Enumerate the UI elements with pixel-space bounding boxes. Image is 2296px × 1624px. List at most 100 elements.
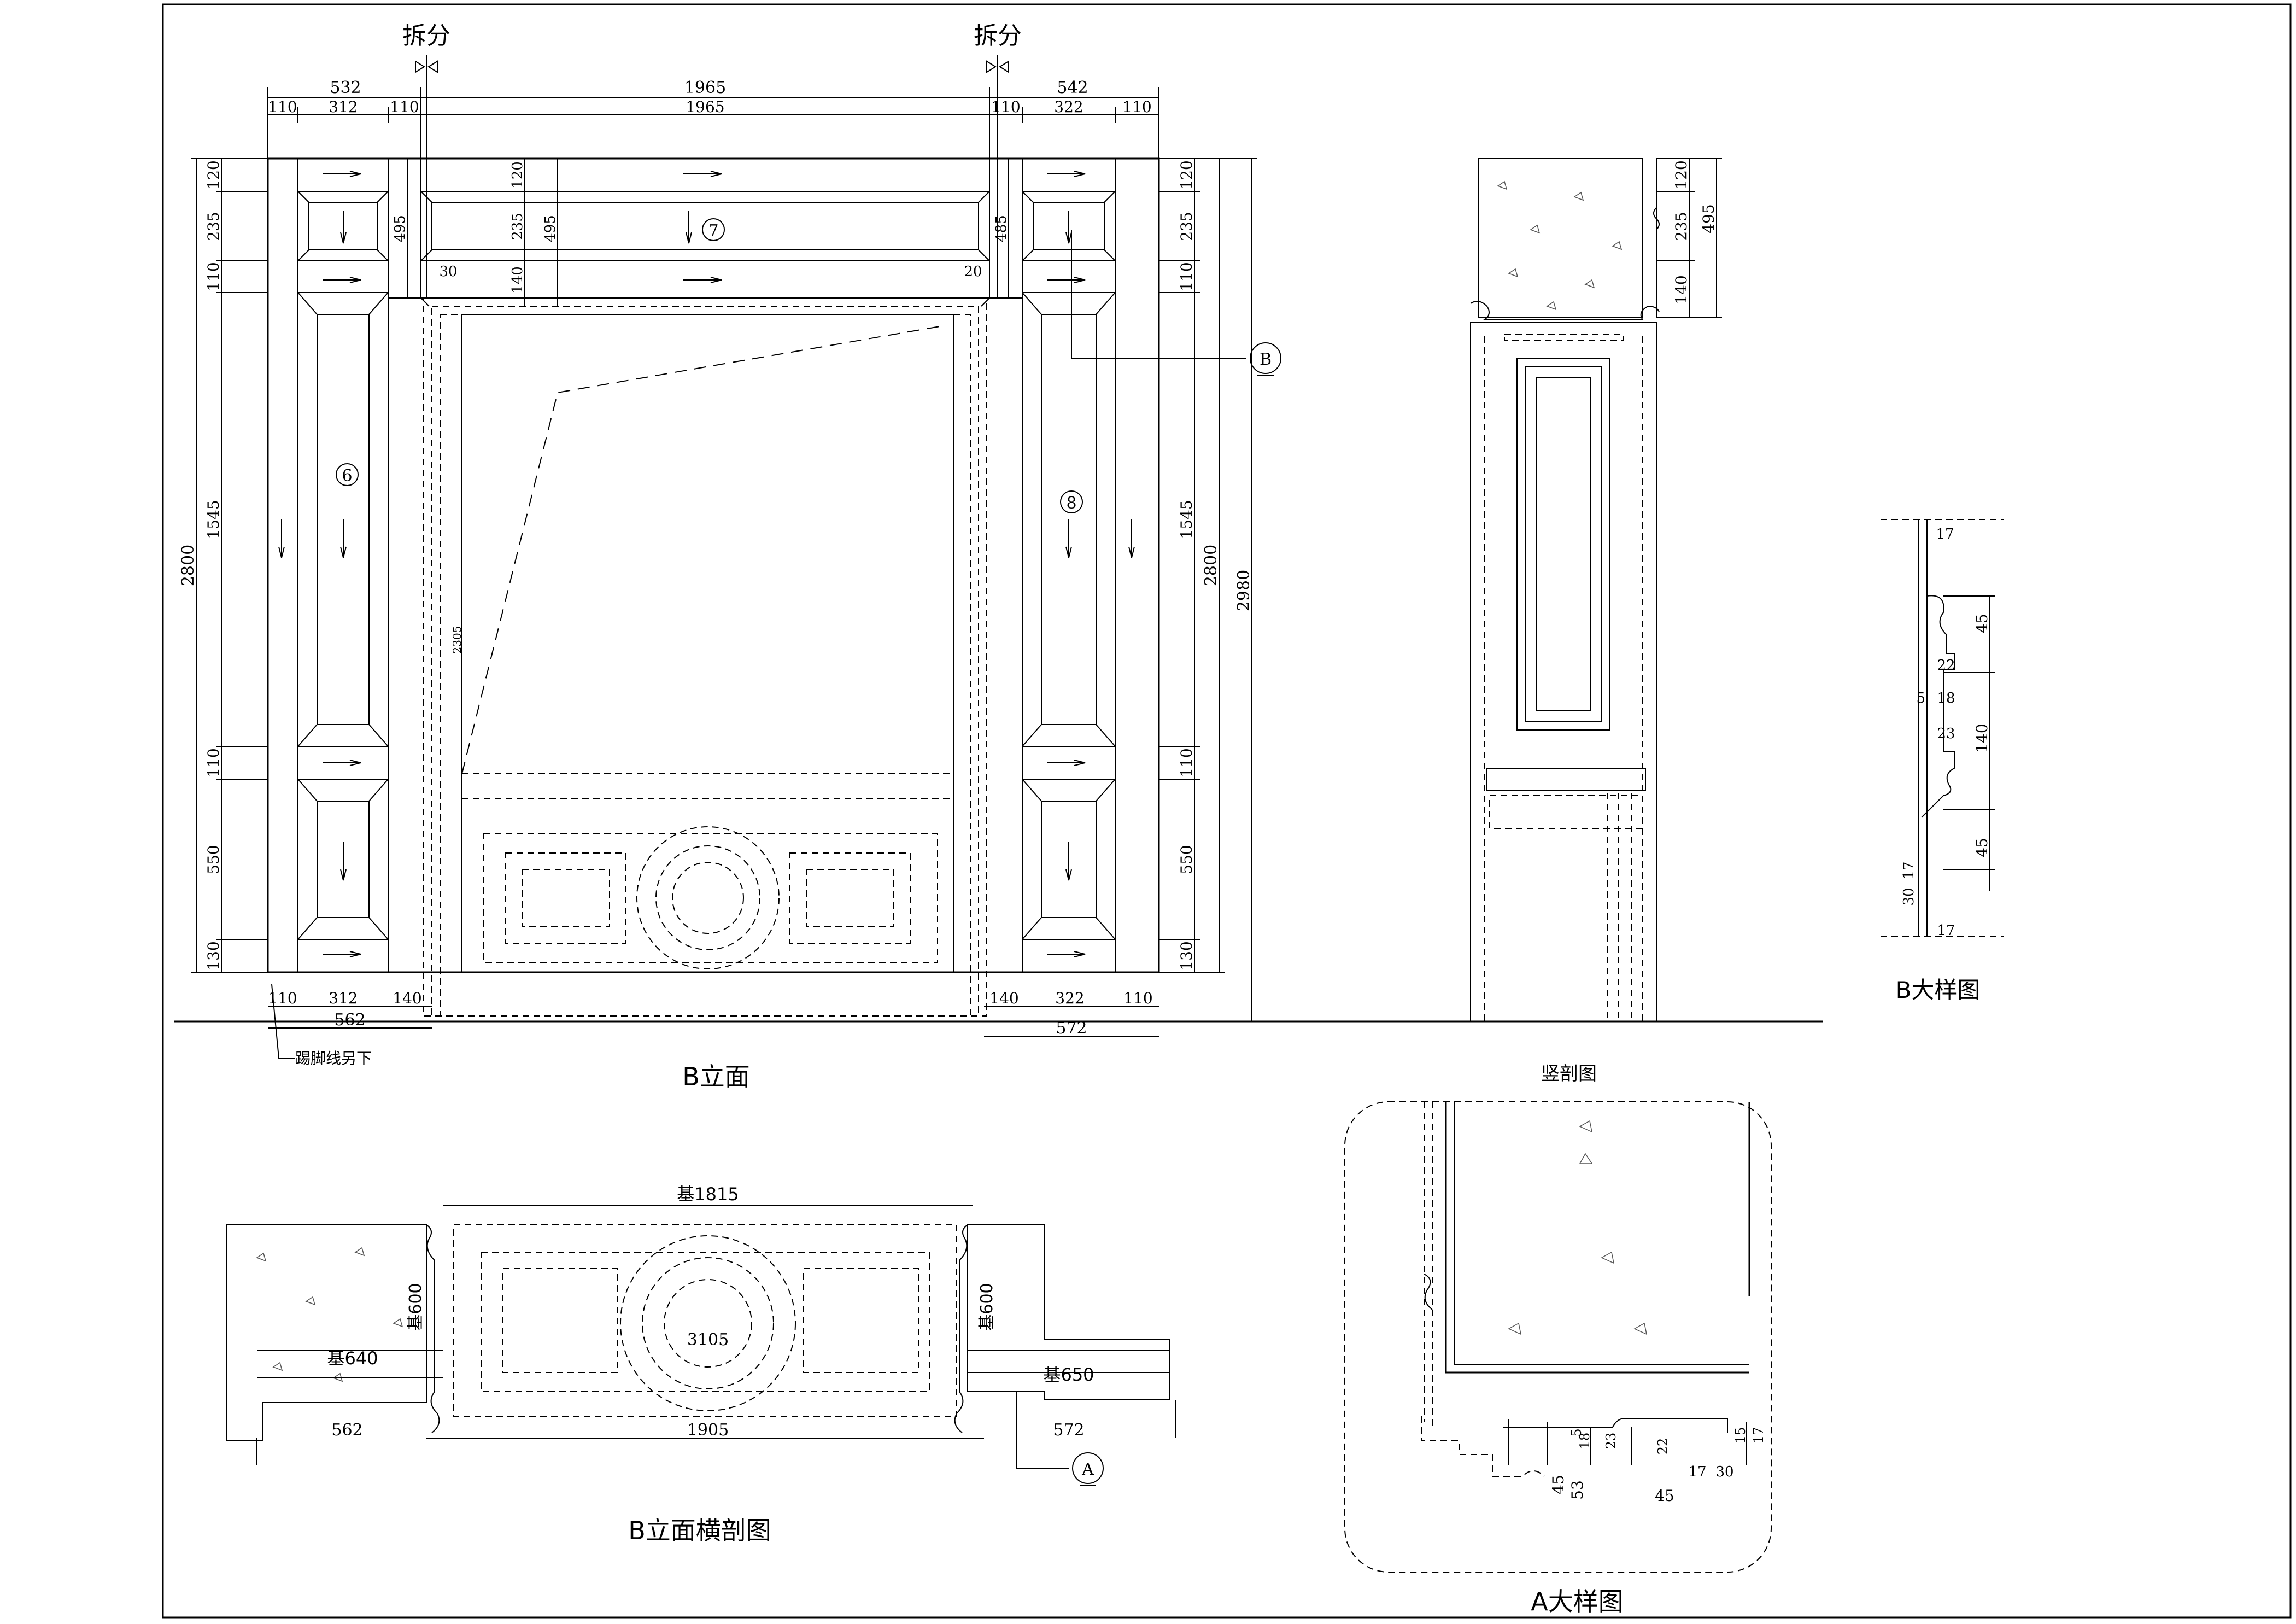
grain-arrows	[278, 171, 1135, 957]
svg-text:2800: 2800	[179, 545, 198, 586]
svg-text:5: 5	[1569, 1428, 1584, 1436]
svg-text:2980: 2980	[1234, 570, 1254, 611]
title-b-cross-section: B立面横剖图	[628, 1516, 771, 1545]
svg-text:130: 130	[204, 941, 222, 970]
split-mark-left: 拆分	[402, 22, 450, 298]
svg-text:495: 495	[542, 215, 559, 242]
svg-text:6: 6	[342, 466, 352, 486]
svg-text:踢脚线另下: 踢脚线另下	[295, 1049, 372, 1067]
side-section: 120 235 140 495	[1470, 158, 1722, 1022]
svg-text:322: 322	[1055, 989, 1084, 1007]
svg-text:45: 45	[1973, 614, 1991, 633]
bottom-dimensions: 110 312 140 562 140 322 110 572 踢脚线另下	[268, 984, 1159, 1067]
svg-text:30: 30	[1901, 887, 1917, 906]
svg-text:20: 20	[964, 264, 982, 280]
svg-text:120: 120	[1672, 160, 1690, 189]
top-dimensions: 532 1965 542 110 312 110 1965 110 322 11…	[267, 78, 1159, 159]
svg-text:532: 532	[330, 78, 361, 97]
svg-text:110: 110	[390, 98, 419, 116]
panel-marker-8: 8	[1060, 490, 1083, 513]
svg-text:2800: 2800	[1202, 545, 1221, 586]
svg-text:235: 235	[1672, 212, 1690, 241]
svg-text:8: 8	[1066, 494, 1076, 513]
svg-text:53: 53	[1568, 1480, 1586, 1500]
svg-text:572: 572	[1053, 1421, 1084, 1440]
svg-text:495: 495	[392, 215, 408, 242]
svg-text:基650: 基650	[1043, 1364, 1094, 1385]
svg-text:140: 140	[989, 989, 1018, 1007]
svg-text:3105: 3105	[687, 1330, 729, 1350]
svg-text:拆分: 拆分	[402, 22, 450, 50]
svg-text:110: 110	[1178, 262, 1196, 291]
svg-text:322: 322	[1054, 98, 1083, 116]
svg-text:1545: 1545	[1178, 500, 1196, 539]
svg-text:17: 17	[1901, 861, 1917, 879]
b-cross-section: A 基1815 基600 基600 基640 基650 3105 562 190…	[226, 1184, 1176, 1545]
svg-text:B: B	[1260, 350, 1272, 369]
svg-text:23: 23	[1937, 726, 1955, 742]
svg-text:1965: 1965	[684, 78, 726, 97]
svg-text:110: 110	[1123, 989, 1152, 1007]
svg-text:235: 235	[1178, 212, 1196, 241]
center-dimensions: 495 120 235 140 495 485 30 20 2305	[392, 159, 1010, 653]
svg-text:235: 235	[509, 213, 526, 240]
panel-marker-6: 6	[336, 463, 359, 486]
svg-text:竖剖图: 竖剖图	[1541, 1063, 1597, 1085]
svg-text:17: 17	[1936, 526, 1954, 542]
svg-text:572: 572	[1056, 1019, 1087, 1038]
svg-text:15: 15	[1733, 1427, 1748, 1444]
callout-b: B	[1071, 230, 1281, 376]
svg-text:120: 120	[509, 161, 526, 189]
title-b-elevation: B立面	[682, 1062, 750, 1091]
svg-text:22: 22	[1937, 657, 1955, 674]
svg-text:140: 140	[1973, 723, 1991, 752]
svg-text:基640: 基640	[327, 1348, 378, 1369]
svg-text:2305: 2305	[450, 626, 464, 654]
svg-text:17: 17	[1751, 1427, 1766, 1444]
svg-text:1905: 1905	[687, 1421, 729, 1440]
svg-text:140: 140	[509, 266, 526, 294]
svg-text:110: 110	[204, 748, 222, 777]
sheet-border	[162, 3, 2292, 1619]
svg-text:130: 130	[1178, 941, 1196, 970]
svg-text:312: 312	[329, 98, 358, 116]
svg-text:A: A	[1081, 1460, 1094, 1479]
right-dimensions: 120 235 110 1545 110 550 130 2800 2980	[1159, 158, 1257, 1021]
svg-text:45: 45	[1549, 1475, 1567, 1494]
top-beam	[388, 159, 1022, 307]
svg-text:562: 562	[334, 1010, 365, 1030]
svg-text:312: 312	[329, 989, 358, 1007]
svg-text:140: 140	[393, 989, 421, 1007]
svg-text:120: 120	[1178, 160, 1196, 189]
svg-text:7: 7	[708, 221, 718, 241]
svg-text:拆分: 拆分	[974, 22, 1022, 50]
fireplace-opening	[423, 297, 987, 1017]
svg-text:110: 110	[1178, 748, 1196, 777]
detail-b: 17 45 22 5 18 23 140 45 30 17 17 B大样图	[1881, 519, 2004, 1003]
svg-text:18: 18	[1577, 1433, 1592, 1450]
svg-text:45: 45	[1973, 838, 1991, 857]
svg-text:5: 5	[1916, 690, 1925, 706]
title-detail-a: A大样图	[1531, 1587, 1623, 1616]
svg-text:140: 140	[1672, 275, 1690, 304]
svg-text:550: 550	[1178, 845, 1196, 874]
svg-text:22: 22	[1655, 1438, 1671, 1455]
svg-text:基600: 基600	[406, 1283, 425, 1330]
svg-text:110: 110	[991, 98, 1020, 116]
svg-text:110: 110	[204, 262, 222, 291]
svg-text:30: 30	[1715, 1464, 1733, 1480]
svg-text:23: 23	[1603, 1433, 1619, 1450]
split-mark-right: 拆分	[974, 22, 1022, 298]
svg-text:45: 45	[1655, 1487, 1674, 1505]
svg-text:基600: 基600	[977, 1283, 997, 1330]
b-elevation: 6 7 8 拆分 拆分	[174, 22, 1823, 1091]
svg-text:18: 18	[1937, 690, 1955, 706]
svg-text:542: 542	[1057, 78, 1088, 97]
svg-text:17: 17	[1937, 922, 1955, 939]
svg-text:110: 110	[1122, 98, 1151, 116]
svg-text:120: 120	[204, 160, 222, 189]
detail-a: 竖剖图 5 18 23 22 17 30 45 53 45 15 17 A大样图	[1344, 1063, 1772, 1616]
left-dimensions: 120 235 110 1545 110 550 130 2800	[179, 158, 268, 973]
svg-text:235: 235	[204, 212, 222, 241]
svg-text:110: 110	[268, 98, 297, 116]
